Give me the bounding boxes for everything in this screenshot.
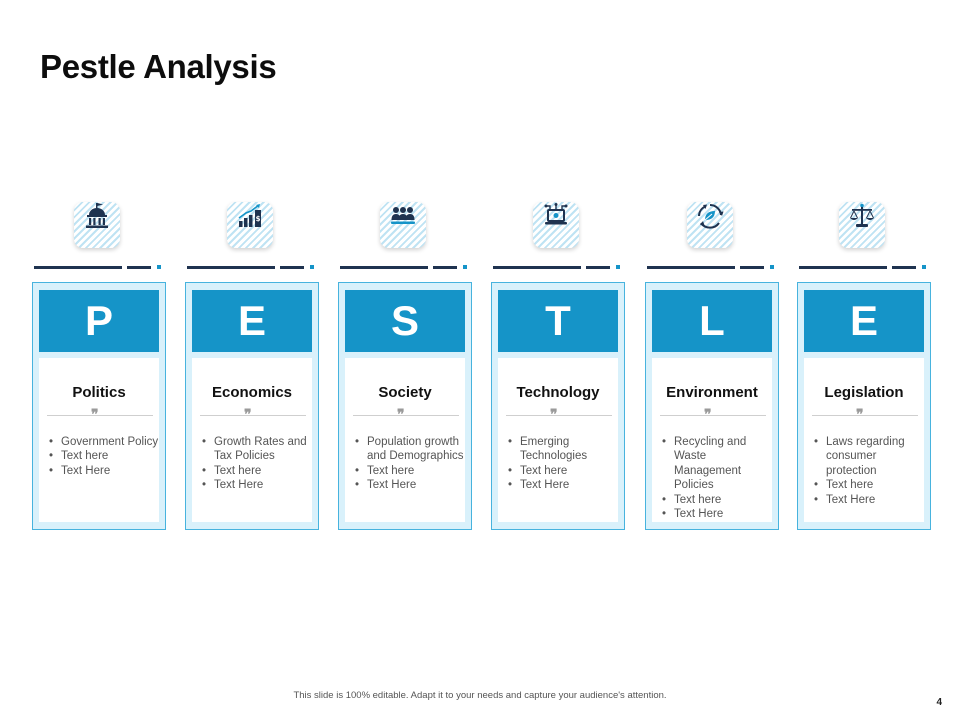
divider-rule-short — [740, 266, 764, 269]
card-body: Environment ❞ Recycling and Waste Manage… — [652, 358, 772, 522]
quote-mark-icon: ❞ — [397, 407, 405, 423]
card-separator — [506, 415, 612, 416]
pestle-card: L Environment ❞ Recycling and Waste Mana… — [645, 282, 779, 530]
bullet-item: Text here — [202, 464, 314, 479]
pestle-column-technology: T Technology ❞ Emerging Technologies Tex… — [491, 190, 625, 532]
bullet-item: Text Here — [814, 493, 926, 508]
people-group-icon — [380, 202, 426, 248]
card-bullets: Growth Rates and Tax Policies Text here … — [202, 435, 314, 493]
divider-accent-dot — [310, 265, 314, 269]
divider-rule — [340, 266, 428, 269]
card-body: Legislation ❞ Laws regarding consumer pr… — [804, 358, 924, 522]
bullet-item: Text Here — [49, 464, 161, 479]
card-bullets: Emerging Technologies Text here Text Her… — [508, 435, 620, 493]
card-body: Technology ❞ Emerging Technologies Text … — [498, 358, 618, 522]
divider-accent-dot — [463, 265, 467, 269]
pestle-letter: E — [192, 290, 312, 352]
bullet-item: Text here — [355, 464, 467, 479]
bullet-item: Government Policy — [49, 435, 161, 450]
divider-rule — [647, 266, 735, 269]
bullet-item: Laws regarding consumer protection — [814, 435, 926, 478]
bullet-item: Population growth and Demographics — [355, 435, 467, 464]
divider-accent-dot — [157, 265, 161, 269]
bullet-item: Growth Rates and Tax Policies — [202, 435, 314, 464]
divider-rule-short — [586, 266, 610, 269]
slide-title: Pestle Analysis — [40, 48, 277, 85]
government-building-icon — [74, 202, 120, 248]
pestle-card: E Economics ❞ Growth Rates and Tax Polic… — [185, 282, 319, 530]
divider-rule-short — [280, 266, 304, 269]
pestle-letter: L — [652, 290, 772, 352]
card-heading: Society — [378, 384, 432, 401]
card-separator — [812, 415, 918, 416]
bullet-item: Text Here — [202, 478, 314, 493]
card-body: Politics ❞ Government Policy Text here T… — [39, 358, 159, 522]
card-bullets: Recycling and Waste Management Policies … — [662, 435, 774, 522]
pestle-column-environment: L Environment ❞ Recycling and Waste Mana… — [645, 190, 779, 532]
divider-rule — [493, 266, 581, 269]
pestle-letter: T — [498, 290, 618, 352]
svg-text:$: $ — [256, 215, 261, 223]
pestle-column-economics: $ E Economics ❞ Growth Rates and Tax Pol… — [185, 190, 319, 532]
quote-mark-icon: ❞ — [91, 407, 99, 423]
bullet-item: Text here — [508, 464, 620, 479]
divider-rule — [187, 266, 275, 269]
card-heading: Economics — [211, 384, 293, 401]
card-heading: Legislation — [824, 384, 904, 401]
card-heading: Technology — [516, 384, 600, 401]
divider-accent-dot — [922, 265, 926, 269]
quote-mark-icon: ❞ — [704, 407, 712, 423]
divider-rule-short — [433, 266, 457, 269]
bullet-item: Text here — [814, 478, 926, 493]
divider-rule-short — [127, 266, 151, 269]
pestle-letter: S — [345, 290, 465, 352]
card-heading: Politics — [72, 384, 126, 401]
card-separator — [200, 415, 306, 416]
card-separator — [47, 415, 153, 416]
bullet-item: Text here — [662, 493, 774, 508]
card-heading: Environment — [666, 384, 758, 401]
divider-rule — [34, 266, 122, 269]
card-body: Economics ❞ Growth Rates and Tax Policie… — [192, 358, 312, 522]
quote-mark-icon: ❞ — [856, 407, 864, 423]
page-number: 4 — [936, 697, 942, 708]
divider-accent-dot — [770, 265, 774, 269]
quote-mark-icon: ❞ — [244, 407, 252, 423]
bullet-item: Text here — [49, 449, 161, 464]
divider-rule — [799, 266, 887, 269]
laptop-network-icon — [533, 202, 579, 248]
slide-footer-note: This slide is 100% editable. Adapt it to… — [293, 690, 667, 701]
bullet-item: Text Here — [662, 507, 774, 522]
divider-rule-short — [892, 266, 916, 269]
card-separator — [660, 415, 766, 416]
card-bullets: Government Policy Text here Text Here — [49, 435, 161, 479]
scales-of-justice-icon — [839, 202, 885, 248]
pestle-letter: E — [804, 290, 924, 352]
recycle-leaf-icon — [687, 202, 733, 248]
card-body: Society ❞ Population growth and Demograp… — [345, 358, 465, 522]
bullet-item: Text Here — [508, 478, 620, 493]
growth-chart-icon: $ — [227, 202, 273, 248]
pestle-column-legislation: E Legislation ❞ Laws regarding consumer … — [797, 190, 931, 532]
quote-mark-icon: ❞ — [550, 407, 558, 423]
bullet-item: Emerging Technologies — [508, 435, 620, 464]
pestle-card: E Legislation ❞ Laws regarding consumer … — [797, 282, 931, 530]
pestle-letter: P — [39, 290, 159, 352]
pestle-column-politics: P Politics ❞ Government Policy Text here… — [32, 190, 166, 532]
bullet-item: Text Here — [355, 478, 467, 493]
card-separator — [353, 415, 459, 416]
bullet-item: Recycling and Waste Management Policies — [662, 435, 774, 493]
pestle-column-society: S Society ❞ Population growth and Demogr… — [338, 190, 472, 532]
card-bullets: Laws regarding consumer protection Text … — [814, 435, 926, 507]
pestle-card: S Society ❞ Population growth and Demogr… — [338, 282, 472, 530]
pestle-card: T Technology ❞ Emerging Technologies Tex… — [491, 282, 625, 530]
card-bullets: Population growth and Demographics Text … — [355, 435, 467, 493]
pestle-card: P Politics ❞ Government Policy Text here… — [32, 282, 166, 530]
divider-accent-dot — [616, 265, 620, 269]
